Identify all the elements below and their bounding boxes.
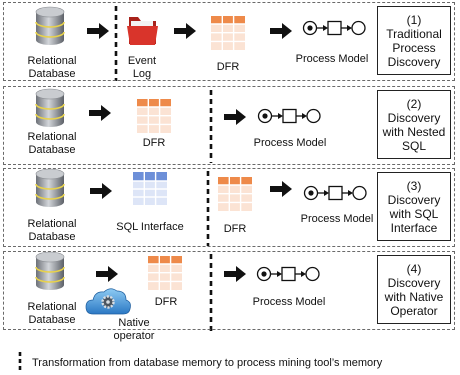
row-nested-sql: (2) Discovery with Nested SQL [3, 86, 455, 165]
legend-text: Transformation from database memory to p… [32, 357, 383, 369]
process-model-label: Process Model [253, 137, 327, 149]
process-model-label: Process Model [252, 296, 326, 308]
row-title-line: Discovery [387, 110, 441, 125]
description-box: (3) Discovery with SQL Interface [377, 172, 451, 241]
row-title-line: Process [392, 40, 436, 55]
row-title-line: Traditional [386, 26, 442, 41]
process-model-label: Process Model [300, 213, 374, 225]
sql-interface-label: SQL Interface [116, 221, 184, 233]
cloud-gear-icon [85, 288, 131, 315]
row-title-line: Discovery [387, 192, 441, 207]
row-title-line: Operator [390, 303, 438, 318]
row-traditional: (1) Traditional Process Discovery [3, 2, 455, 81]
sql-table-icon [133, 172, 167, 205]
dfr-label: DFR [216, 61, 240, 73]
row-title-line: with SQL [389, 206, 439, 221]
folder-icon [127, 17, 158, 45]
process-model-label: Process Model [295, 53, 369, 65]
row-number: (3) [406, 178, 422, 193]
row-title-line: Discovery [387, 54, 441, 69]
dfr-label: DFR [223, 223, 247, 235]
row-title-line: Interface [390, 220, 438, 235]
row-native-operator: (4) Discovery with Native Operator [3, 251, 455, 330]
dfr-label: DFR [142, 137, 166, 149]
dfr-label: DFR [154, 296, 178, 308]
row-number: (1) [406, 12, 422, 27]
row-title-line: with Nested [382, 124, 446, 139]
description-box: (2) Discovery with Nested SQL [377, 90, 451, 159]
row-title-line: Discovery [387, 275, 441, 290]
row-title-line: with Native [384, 289, 444, 304]
row-sql-interface: (3) Discovery with SQL Interface [3, 168, 455, 247]
row-number: (4) [406, 261, 422, 276]
row-number: (2) [406, 96, 422, 111]
row-title-line: SQL [401, 138, 426, 153]
description-box: (4) Discovery with Native Operator [377, 255, 451, 324]
description-box: (1) Traditional Process Discovery [377, 6, 451, 75]
